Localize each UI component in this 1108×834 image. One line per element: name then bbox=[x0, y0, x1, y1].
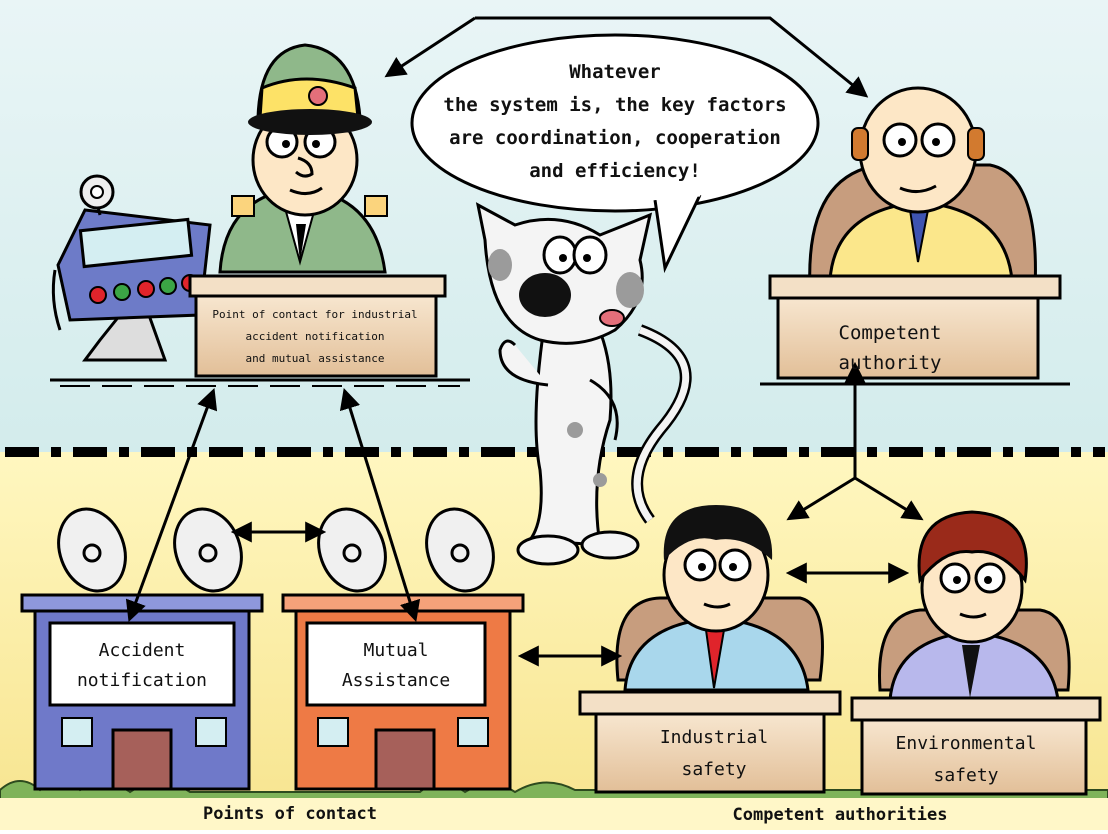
connector-arrows bbox=[125, 361, 924, 667]
building-accident-notification bbox=[20, 593, 264, 791]
environmental-safety-label: Environmental safety bbox=[895, 733, 1037, 786]
competent-authority-desk bbox=[760, 274, 1070, 386]
accident-notification-label: Accident notification bbox=[76, 640, 208, 691]
competent-authorities-caption: Competent authorities bbox=[732, 805, 948, 825]
authority-figure bbox=[808, 86, 1037, 292]
contact-point-label: Point of contact for industrial accident… bbox=[212, 308, 418, 365]
top-connector-arrow bbox=[384, 16, 869, 98]
industrial-safety-label: Industrial safety bbox=[659, 727, 769, 780]
speech-bubble bbox=[410, 33, 820, 274]
points-of-contact-caption: Points of contact bbox=[203, 804, 377, 824]
building-mutual-assistance bbox=[281, 593, 525, 791]
speech-bubble-text: Whatever the system is, the key factors … bbox=[443, 61, 787, 182]
radio-console bbox=[51, 174, 212, 362]
arrow-contact-to-accident bbox=[125, 388, 218, 622]
industrial-safety-desk bbox=[578, 690, 842, 794]
cat-mascot bbox=[475, 202, 692, 566]
competent-authority-label: Competent authority bbox=[838, 322, 942, 374]
arrow-contact-to-mutual bbox=[339, 387, 421, 623]
arrow-branch-left bbox=[786, 476, 856, 521]
mutual-assistance-label: Mutual Assistance bbox=[341, 640, 451, 691]
environmental-safety-figure bbox=[878, 510, 1071, 702]
industrial-safety-figure bbox=[615, 505, 824, 692]
arrow-branch-right bbox=[854, 476, 924, 521]
environmental-safety-desk bbox=[850, 696, 1102, 796]
officer-figure bbox=[218, 43, 388, 274]
contact-point-desk bbox=[50, 274, 470, 387]
